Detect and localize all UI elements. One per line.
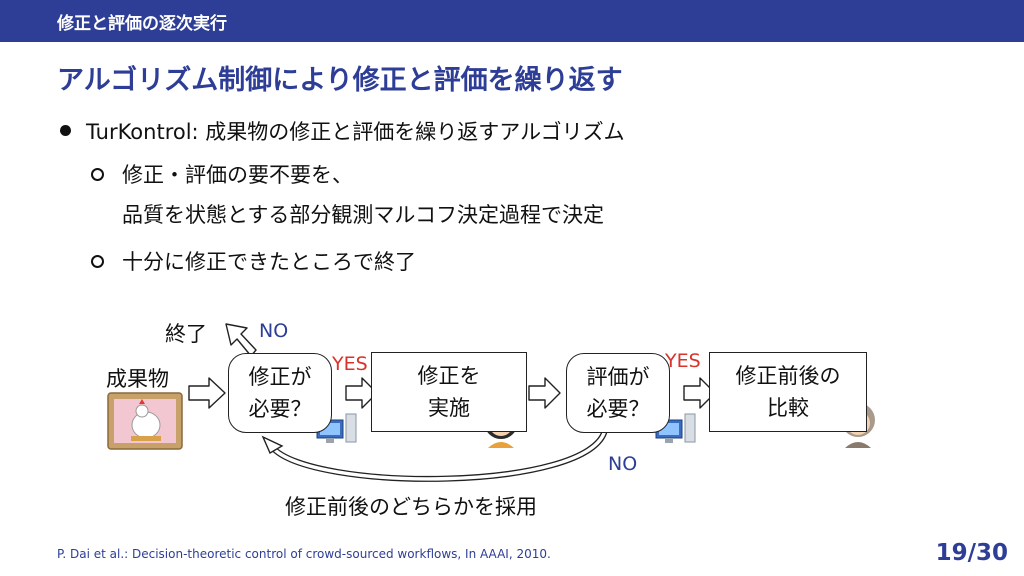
process-2-line1: 修正前後の bbox=[735, 364, 841, 388]
sub-bullet-1-line1: 修正・評価の要不要を、 bbox=[122, 163, 353, 187]
sub-bullet-ring-icon bbox=[91, 168, 104, 181]
exit-arrow-icon bbox=[225, 323, 257, 357]
decision-revise-needed: 修正が 必要？ bbox=[228, 353, 332, 433]
header-bar: 修正と評価の逐次実行 bbox=[0, 0, 1024, 42]
decision-1-line1: 修正が bbox=[248, 365, 312, 389]
process-1-line2: 実施 bbox=[428, 396, 470, 420]
decision-1-line2: 必要？ bbox=[248, 397, 312, 421]
decision-2-line2: 必要？ bbox=[586, 397, 650, 421]
section-title: 修正と評価の逐次実行 bbox=[57, 14, 227, 34]
end-label: 終了 bbox=[165, 322, 207, 346]
decision-2-line1: 評価が bbox=[586, 365, 650, 389]
yes-label-1: YES bbox=[332, 353, 368, 375]
process-2-line2: 比較 bbox=[767, 396, 809, 420]
block-arrow-icon bbox=[345, 377, 378, 409]
block-arrow-icon bbox=[528, 377, 561, 409]
bullet-main: TurKontrol: 成果物の修正と評価を繰り返すアルゴリズム bbox=[86, 120, 625, 144]
bullet-dot-icon bbox=[60, 125, 71, 136]
sub-bullet-ring-icon bbox=[91, 255, 104, 268]
citation: P. Dai et al.: Decision-theoretic contro… bbox=[57, 547, 551, 561]
process-compare: 修正前後の 比較 bbox=[709, 352, 867, 432]
block-arrow-icon bbox=[683, 377, 716, 409]
process-1-line1: 修正を bbox=[417, 364, 481, 388]
decision-evaluate-needed: 評価が 必要？ bbox=[566, 353, 670, 433]
block-arrow-icon bbox=[188, 377, 226, 409]
no-label-bottom: NO bbox=[608, 453, 638, 475]
no-label-top: NO bbox=[259, 320, 289, 342]
page-number: 19/30 bbox=[935, 540, 1008, 566]
slide-title: アルゴリズム制御により修正と評価を繰り返す bbox=[57, 65, 623, 96]
artifact-label: 成果物 bbox=[106, 367, 169, 391]
chicken-picture-icon bbox=[107, 392, 183, 450]
process-revise: 修正を 実施 bbox=[371, 352, 527, 432]
loop-arrowhead-icon bbox=[261, 435, 284, 455]
sub-bullet-2: 十分に修正できたところで終了 bbox=[122, 250, 416, 274]
sub-bullet-1-line2: 品質を状態とする部分観測マルコフ決定過程で決定 bbox=[122, 203, 604, 227]
yes-label-2: YES bbox=[665, 350, 701, 372]
loop-label: 修正前後のどちらかを採用 bbox=[285, 495, 537, 519]
